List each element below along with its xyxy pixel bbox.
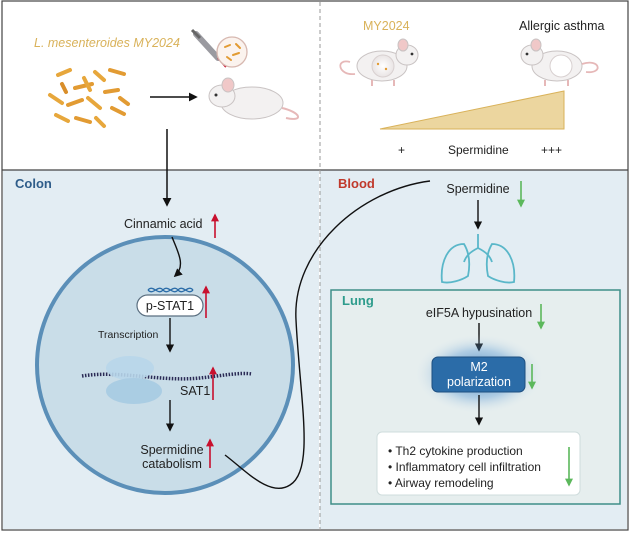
- scale-low: +: [398, 143, 405, 157]
- mouse-icon-asthma: [520, 38, 599, 86]
- colon-title: Colon: [15, 176, 52, 191]
- m2-box: [431, 356, 526, 393]
- colon-cell: [35, 235, 295, 495]
- transcription-label: Transcription: [98, 329, 158, 341]
- lung-title: Lung: [342, 293, 374, 308]
- scale-high: +++: [541, 143, 562, 157]
- eif5a-label: eIF5A hypusination: [426, 306, 532, 320]
- outcome-item: • Th2 cytokine production: [388, 444, 523, 458]
- cinnamic-acid-label: Cinnamic acid: [124, 217, 203, 231]
- pstat1-box: [136, 294, 204, 317]
- connector-colon-to-blood: [224, 180, 431, 490]
- bubble-bacteria-icon: [224, 43, 241, 61]
- bacteria-icon: [48, 68, 130, 128]
- m2-label-line1: M2: [470, 360, 487, 374]
- m2-label-line2: polarization: [447, 375, 511, 389]
- pstat1-label: p-STAT1: [146, 299, 194, 313]
- outcomes-box: [376, 431, 581, 496]
- blood-spermidine-label: Spermidine: [446, 182, 509, 196]
- arrow-cinnamic-into-cell: [171, 236, 183, 278]
- mouse-icon-my2024: [339, 38, 419, 86]
- scale-mid: Spermidine: [448, 143, 509, 157]
- spermidine-catabolism-line1: Spermidine: [140, 443, 203, 457]
- outcome-item: • Airway remodeling: [388, 476, 494, 490]
- magnified-bubble: [216, 36, 248, 68]
- lungs-icon: [440, 234, 516, 284]
- spermidine-gradient: [379, 90, 565, 130]
- asthma-label: Allergic asthma: [519, 19, 604, 33]
- bacteria-label: L. mesenteroides MY2024: [34, 36, 180, 50]
- ribosome-icon: [106, 356, 162, 404]
- mouse-icon-treated: [208, 77, 299, 120]
- dna-icon: [147, 287, 194, 293]
- spermidine-catabolism-line2: catabolism: [142, 457, 202, 471]
- blood-title: Blood: [338, 176, 375, 191]
- outcome-item: • Inflammatory cell infiltration: [388, 460, 541, 474]
- sat1-label: SAT1: [180, 384, 210, 398]
- my2024-label: MY2024: [363, 19, 410, 33]
